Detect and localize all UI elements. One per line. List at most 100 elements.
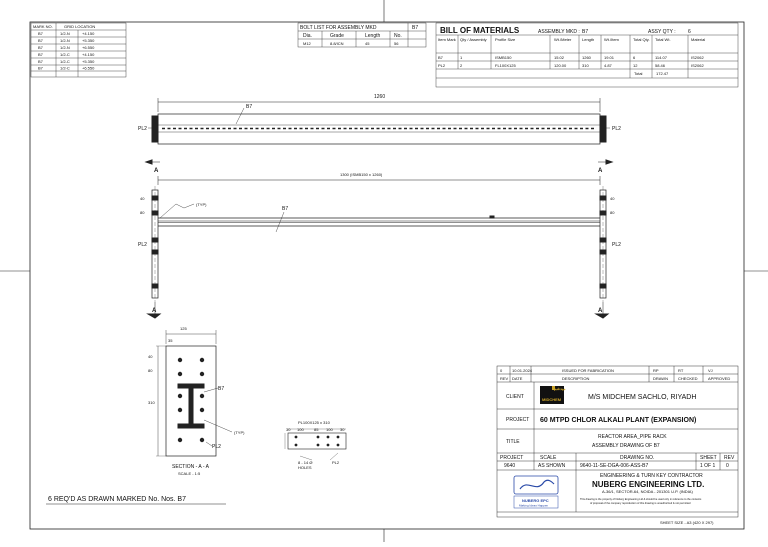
title-block (496, 365, 739, 518)
bolt-hole (199, 407, 205, 413)
bolt-hole (177, 407, 183, 413)
dim-40-right: 40 (610, 196, 615, 201)
grid-row-level: +5.350 (82, 38, 95, 43)
disclaimer-1: This drawing is the property of Nuberg E… (580, 497, 702, 501)
bom-cell: 4.87 (604, 63, 613, 68)
svg-text:ميدشم: ميدشم (554, 386, 565, 392)
grid-row-level: +4.150 (82, 52, 95, 57)
company-address: A-36/1, SECTOR-64, NOIDA - 201301 U.P. (… (602, 489, 693, 494)
info-header: SCALE (540, 455, 557, 461)
weld-typ: (TYP) (196, 202, 207, 207)
plate-dim: 30 (286, 427, 291, 432)
bom-cell: PL2 (438, 63, 446, 68)
bom-cell: 6 (633, 55, 636, 60)
rev-header: APPROVED (708, 376, 730, 381)
dim-top-length: 1260 (374, 94, 385, 100)
plate-detail (284, 428, 347, 461)
section-typ: (TYP) (234, 430, 245, 435)
sheet-size: SHEET SIZE - A3 (420 X 297) (660, 520, 714, 525)
plate-holes-2: HOLES (298, 465, 312, 470)
bolt-header: Dia. (303, 33, 312, 39)
bom-qty-label: ASSY QTY : (648, 29, 676, 35)
bom-cell: 19.01 (604, 55, 615, 60)
rev-header: REV (500, 376, 509, 381)
bom-header: Item Mark (438, 37, 456, 42)
section-label-bottom-right: A (598, 308, 603, 314)
bom-cell: 1260 (582, 55, 592, 60)
section-pl2: PL2 (212, 444, 221, 450)
rev-cell: ISSUED FOR FABRICATION (562, 368, 614, 373)
sheet-border (29, 21, 745, 530)
dim-beam-length: 1300 (ISMB150 x 1260) (340, 172, 383, 177)
bolt-list-title: BOLT LIST FOR ASSEMBLY MKD (300, 25, 377, 31)
dim-80-sec: 80 (148, 368, 153, 373)
svg-text:Making Ideas Happen: Making Ideas Happen (519, 504, 549, 508)
plate-pl2: PL2 (332, 460, 340, 465)
grid-row-mark: B7 (38, 52, 44, 57)
bolt-hole (199, 393, 205, 399)
plate-hole (336, 443, 340, 447)
section-marker-bottom (146, 302, 610, 319)
bolt-hole (177, 357, 183, 363)
rev-header: DESCRIPTION (562, 376, 589, 381)
top-view (148, 98, 610, 145)
bom-cell: FL100X125 (495, 63, 516, 68)
dim-40-sec-a: 40 (148, 354, 153, 359)
info-value: 0 (726, 463, 729, 469)
elev-pl2-right: PL2 (612, 242, 621, 248)
plate-hole (316, 443, 320, 447)
section-label-bottom-left: A (152, 308, 157, 314)
grid-row-location: 1/2-N (60, 45, 70, 50)
section-mark: B7 (218, 386, 224, 392)
title-label: TITLE (506, 439, 520, 445)
bolt-cell: 56 (394, 41, 399, 46)
bolt-cell: 45 (365, 41, 370, 46)
contractor-tag: ENGINEERING & TURN KEY CONTRACTOR (600, 473, 703, 479)
company-name: NUBERG ENGINEERING LTD. (592, 480, 704, 489)
rev-cell: 0 (500, 368, 503, 373)
grid-row-mark: B7 (38, 38, 44, 43)
rev-header: DRAWN (653, 376, 668, 381)
svg-text:MIDCHEM: MIDCHEM (542, 397, 562, 402)
elevation-mark: B7 (282, 206, 288, 212)
client-name: M/S MIDCHEM SACHLO, RIYADH (588, 394, 696, 401)
bom-header: Wt./Meter (554, 37, 572, 42)
bom-total-value: 172.47 (656, 71, 669, 76)
bolt-cell: 8.8/ICN (330, 41, 344, 46)
svg-text:NUBERG EPC: NUBERG EPC (522, 498, 549, 503)
grid-row-mark: B7 (38, 45, 44, 50)
bom-header: Qty / Assembly (460, 37, 487, 42)
bolt-list-table (297, 22, 427, 48)
top-view-mark: B7 (246, 104, 252, 110)
grid-row-level: +6.550 (82, 66, 95, 71)
bolt-list-mark: B7 (412, 25, 418, 31)
top-pl2-right: PL2 (612, 126, 621, 132)
bom-header: Total Qty. (633, 37, 650, 42)
grid-row-location: 1/2-C (60, 59, 70, 64)
bolt-hole (177, 437, 183, 443)
grid-row-level: +4.150 (82, 31, 95, 36)
info-value: 9640 (504, 463, 515, 469)
bom-cell: 1 (460, 55, 463, 60)
bom-header: Total Wt. (655, 37, 671, 42)
section-marker-top (144, 159, 614, 165)
bolt-hole (199, 371, 205, 377)
bom-header: Wt./Item (604, 37, 620, 42)
bom-cell: ISMB150 (495, 55, 512, 60)
bom-cell: 58.46 (655, 63, 666, 68)
plate-dim: 85 (314, 427, 319, 432)
bom-cell: 120.00 (554, 63, 567, 68)
grid-row-location: 1/2-N (60, 31, 70, 36)
bom-cell: 15.02 (554, 55, 565, 60)
bom-total-label: Total (634, 71, 643, 76)
rev-cell: VJ (708, 368, 713, 373)
dim-125: 125 (180, 326, 187, 331)
bom-cell: 114.07 (655, 55, 668, 60)
info-header: PROJECT (500, 455, 523, 461)
bom-cell: 310 (582, 63, 589, 68)
bom-header: Length (582, 37, 594, 42)
dim-80-right: 80 (610, 210, 615, 215)
info-value: 9640-11-SE-DGA-006-ASS-B7 (580, 463, 648, 469)
grid-row-level: +5.350 (82, 59, 95, 64)
bolt-hole (177, 371, 183, 377)
